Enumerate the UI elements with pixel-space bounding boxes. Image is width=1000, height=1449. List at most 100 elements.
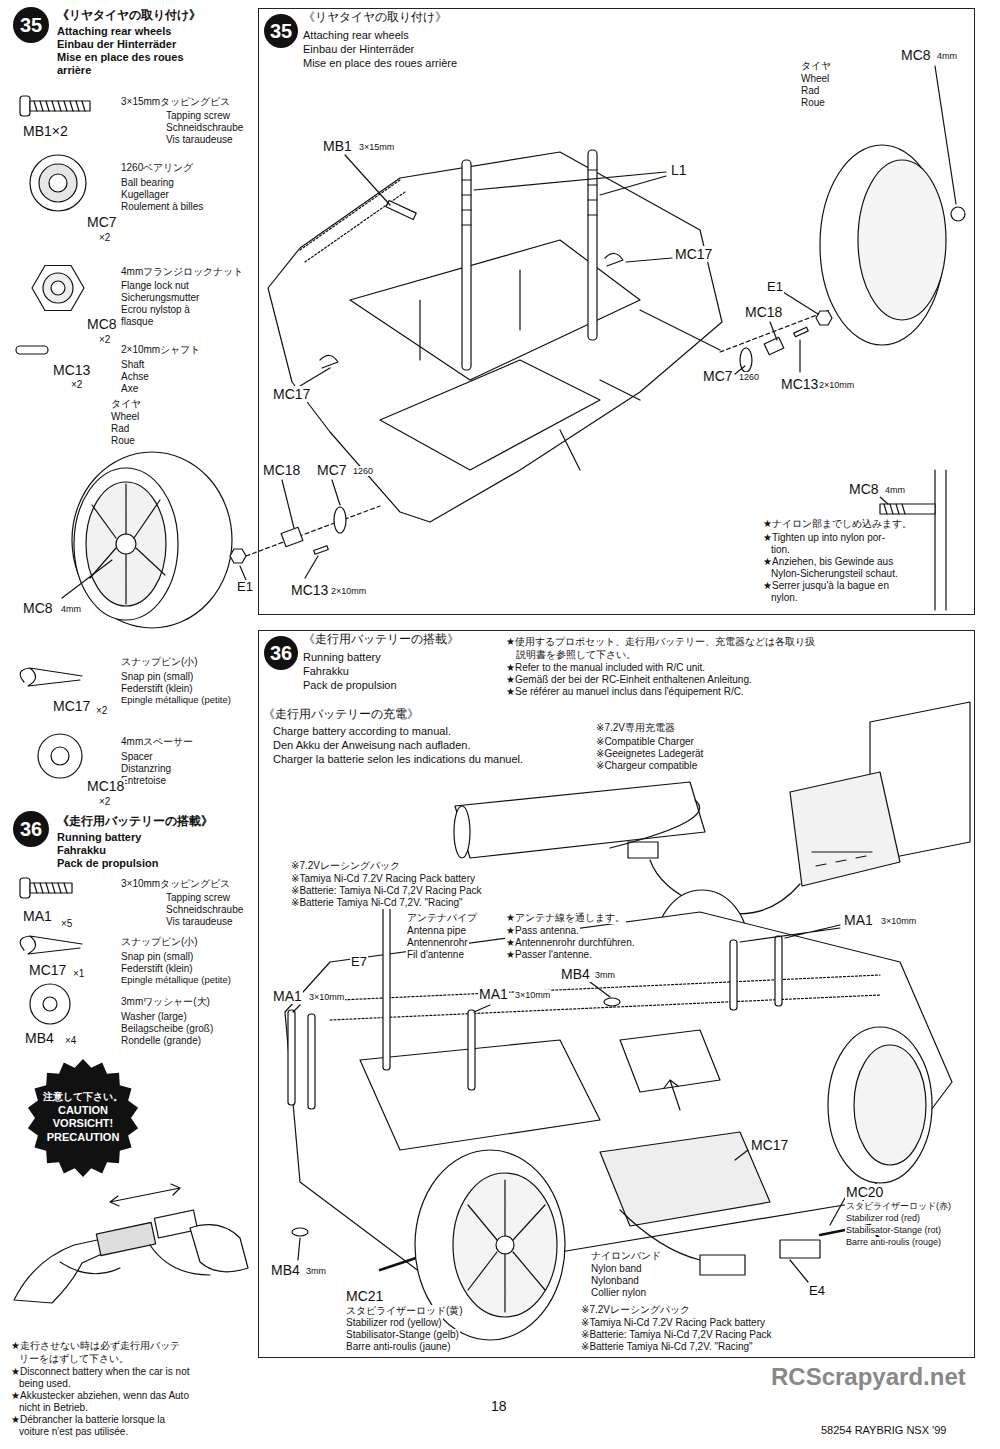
part-code: MA1 bbox=[272, 988, 303, 1004]
annotation: 3×10mm bbox=[880, 916, 917, 926]
annotation: 3×10mm bbox=[308, 992, 345, 1002]
annotation: リーをはずして下さい。 bbox=[18, 1353, 130, 1365]
caution-text: CAUTION bbox=[58, 1104, 108, 1118]
annotation: Charger la batterie selon les indication… bbox=[272, 753, 524, 766]
annotation: 2×10mm bbox=[330, 586, 367, 596]
part-code: E7 bbox=[350, 955, 368, 970]
annotation: ★Antennenrohr durchführen. bbox=[505, 937, 636, 949]
screw-icon bbox=[20, 878, 72, 898]
annotation: ※Geeignetes Ladegerät bbox=[595, 748, 704, 760]
part-code: MA1 bbox=[843, 912, 874, 928]
annotation: Wheel bbox=[110, 411, 140, 423]
part-code: MC18 bbox=[86, 778, 125, 794]
annotation: Epingle métallique (petite) bbox=[120, 975, 232, 986]
annotation: ★Passer l'antenne. bbox=[505, 949, 593, 961]
annotation: ※Tamiya Ni-Cd 7.2V Racing Pack battery bbox=[290, 873, 476, 885]
annotation: 3×15mmタッピングビス bbox=[120, 96, 231, 108]
annotation: タイヤ bbox=[800, 60, 832, 72]
washer-icon bbox=[30, 984, 70, 1024]
annotation: ★Se référer au manuel inclus dans l'équi… bbox=[505, 686, 745, 698]
annotation: ★使用するプロポセット、走行用バッテリー、充電器などは各取り扱 bbox=[505, 636, 816, 648]
annotation: Ecrou nylstop à bbox=[120, 304, 191, 316]
annotation: 1260 bbox=[352, 466, 374, 476]
annotation: arrière bbox=[56, 64, 92, 77]
annotation: ※Batterie: Tamiya Ni-Cd 7,2V Racing Pack bbox=[290, 885, 483, 897]
step-heading: 《走行用バッテリーの搭載》 bbox=[303, 633, 459, 647]
annotation: ※Compatible Charger bbox=[595, 736, 695, 748]
annotation: ※Batterie Tamiya Ni-Cd 7,2V. "Racing" bbox=[580, 1341, 754, 1353]
annotation: Rad bbox=[110, 423, 130, 435]
annotation: 3mmワッシャー(大) bbox=[120, 996, 211, 1008]
annotation: タイヤ bbox=[110, 398, 142, 410]
part-code: E1 bbox=[236, 580, 254, 595]
annotation: Barre anti-roulis (rouge) bbox=[845, 1237, 942, 1247]
part-code: MC21 bbox=[345, 1288, 384, 1304]
step-number-text: 36 bbox=[270, 643, 292, 663]
chassis-top-view bbox=[285, 880, 952, 1340]
rear-chassis bbox=[268, 150, 722, 522]
annotation: Distanzring bbox=[120, 763, 172, 775]
annotation: Stabilisator-Stange (gelb) bbox=[345, 1329, 460, 1341]
part-code: MC8 bbox=[848, 481, 880, 497]
annotation: Shaft bbox=[120, 359, 145, 371]
part-code: MC18 bbox=[744, 304, 783, 320]
annotation: Snap pin (small) bbox=[120, 951, 194, 963]
snap-pin-icon bbox=[20, 668, 82, 686]
annotation: ★ナイロン部までしめ込みます。 bbox=[762, 518, 913, 530]
annotation: ★Disconnect battery when the car is not bbox=[10, 1366, 191, 1378]
left-wheel bbox=[62, 452, 380, 628]
annotation: Roue bbox=[800, 97, 826, 109]
part-code: L1 bbox=[670, 162, 688, 178]
annotation: Beilagscheibe (groß) bbox=[120, 1023, 214, 1035]
annotation: 2×10mm bbox=[818, 380, 855, 390]
step-number-text: 36 bbox=[20, 819, 42, 839]
part-code: MC18 bbox=[262, 462, 301, 478]
annotation: Fahrakku bbox=[56, 844, 107, 857]
annotation: Nylon band bbox=[590, 1263, 643, 1275]
annotation: 《走行用バッテリーの搭載》 bbox=[56, 815, 214, 829]
annotation: Stabilizer rod (red) bbox=[845, 1213, 921, 1223]
annotation: ★Tighten up into nylon por- bbox=[762, 532, 886, 544]
annotation: アンテナパイプ bbox=[406, 912, 478, 924]
step-heading: Einbau der Hinterräder bbox=[303, 43, 414, 56]
part-code: MC13 bbox=[780, 376, 819, 392]
part-code: E1 bbox=[766, 280, 784, 295]
annotation: Stabilizer rod (yellow) bbox=[345, 1317, 443, 1329]
annotation: 1260 bbox=[738, 372, 760, 382]
annotation: 《走行用バッテリーの充電》 bbox=[262, 708, 420, 722]
annotation: Nylonband bbox=[590, 1275, 640, 1287]
annotation: 《リヤタイヤの取り付け》 bbox=[56, 9, 202, 23]
annotation: being used. bbox=[18, 1378, 72, 1390]
bearing-icon bbox=[30, 155, 86, 211]
annotation: Kugellager bbox=[120, 189, 170, 201]
caution-text: 注意して下さい。 bbox=[43, 1091, 123, 1104]
annotation: 3×10mmタッピングビス bbox=[120, 878, 231, 890]
part-code: MB4 bbox=[270, 1262, 301, 1278]
annotation: Mise en place des roues bbox=[56, 51, 185, 64]
page-number: 18 bbox=[490, 1398, 508, 1414]
part-code: MB1 bbox=[322, 138, 353, 154]
watermark: RCScrapyard.net bbox=[770, 1363, 967, 1391]
annotation: Fil d'antenne bbox=[406, 949, 465, 961]
caution-text: PRECAUTION bbox=[47, 1131, 120, 1145]
part-code: MC13 bbox=[52, 362, 91, 378]
annotation: Tapping screw bbox=[165, 892, 231, 904]
annotation: ★Akkustecker abziehen, wenn das Auto bbox=[10, 1390, 190, 1402]
caution-text: VORSICHT! bbox=[53, 1117, 114, 1131]
annotation: Stabilisator-Stange (rot) bbox=[845, 1225, 942, 1235]
annotation: Collier nylon bbox=[590, 1287, 647, 1299]
annotation: Charge battery according to manual. bbox=[272, 725, 452, 738]
annotation: 4mm bbox=[936, 51, 958, 61]
part-code: MB4 bbox=[24, 1030, 55, 1046]
annotation: 3mm bbox=[594, 970, 616, 980]
part-code: MC7 bbox=[316, 462, 348, 478]
annotation: ※7.2V専用充電器 bbox=[595, 722, 676, 734]
annotation: Flange lock nut bbox=[120, 280, 190, 292]
annotation: ×5 bbox=[60, 918, 73, 930]
shaft-icon bbox=[16, 346, 48, 354]
part-code: MA1 bbox=[22, 908, 53, 924]
part-code: MB4 bbox=[560, 966, 591, 982]
annotation: Roue bbox=[110, 435, 136, 447]
annotation: ナイロンバンド bbox=[590, 1250, 662, 1262]
spacer-icon bbox=[38, 734, 82, 778]
